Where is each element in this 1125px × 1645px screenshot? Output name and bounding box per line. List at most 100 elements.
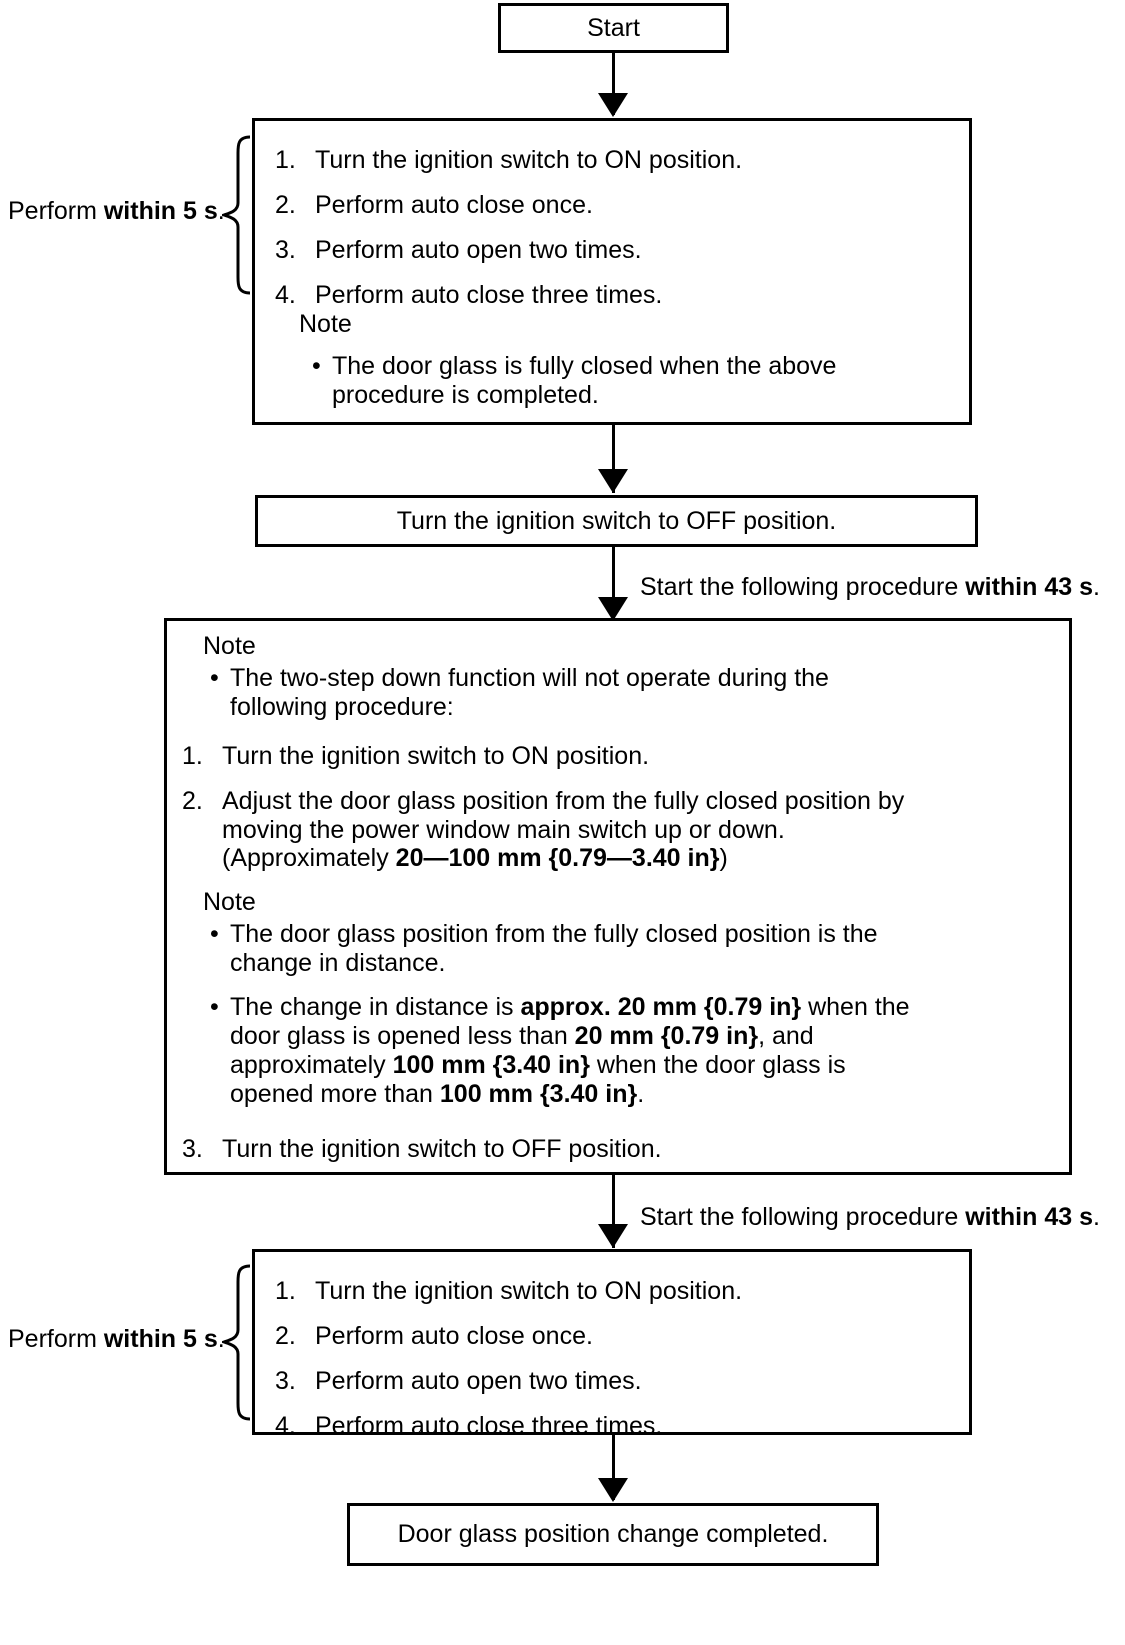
list-item: 2. Perform auto close once. [275,191,945,220]
perform-within-5s-label-2: Perform within 5 s. [8,1325,225,1354]
arrowhead-start-to-step1 [598,93,628,117]
list-item: 1. Turn the ignition switch to ON positi… [275,1277,945,1306]
arrowhead-ignition-off-to-note-box [598,597,628,621]
note-heading-text: Note [203,632,256,660]
end-node: Door glass position change completed. [347,1503,879,1566]
arrowhead-step1-to-ignition-off [598,469,628,493]
bullet-glyph-icon: • [210,993,219,1021]
list-item-text: Perform auto open two times. [315,236,642,264]
bullet-b-part3: , and approximately [230,1022,814,1079]
list-item: 4. Perform auto close three times. [275,281,945,310]
bullet-glyph-icon: • [210,664,219,692]
bullet-b-bold3: 100 mm {3.40 in} [392,1051,590,1079]
note-box-heading-mid: Note [203,888,256,917]
note-adjust-box [164,618,1072,1175]
step-box-2 [252,1249,972,1435]
step-box-2-list: 1. Turn the ignition switch to ON positi… [275,1277,945,1441]
perform-suffix-2: . [217,1325,225,1353]
list-item-text: Perform auto close three times. [315,281,663,309]
start-node: Start [498,3,729,53]
note-box-bullet-top: • The two-step down function will not op… [210,664,850,722]
perform-prefix-1: Perform [8,197,104,225]
bullet-b-part2: when the door glass is opened less than [230,993,910,1050]
edge-label-prefix: Start the following procedure [640,1203,966,1231]
curly-brace-2 [222,1264,251,1421]
list-item-text: Adjust the door glass position from the … [222,787,905,844]
start-node-label: Start [587,13,640,42]
perform-bold-1: within 5 s [103,197,218,225]
edge-label-bold: within 43 s [965,573,1093,601]
note-box-list-1: 1. Turn the ignition switch to ON positi… [182,742,982,845]
arrowhead-step2-to-end [598,1478,628,1502]
list-item-number: 3. [275,1367,296,1395]
list-item: 3. Perform auto open two times. [275,1367,945,1396]
connector-start-to-step1 [612,53,615,115]
perform-within-5s-label-1: Perform within 5 s. [8,197,225,226]
connector-step2-to-end [612,1435,615,1500]
edge-label-suffix: . [1093,1203,1100,1231]
perform-prefix-2: Perform [8,1325,104,1353]
list-item: 4. Perform auto close three times. [275,1412,945,1441]
list-item-number: 1. [275,146,296,174]
list-item-text: Turn the ignition switch to ON position. [315,146,743,174]
list-item-number: 1. [182,742,203,770]
note-box-approx-line: (Approximately 20—100 mm {0.79—3.40 in}) [222,844,728,873]
note-box-list-2: 3. Turn the ignition switch to OFF posit… [182,1135,982,1164]
list-item-number: 2. [182,787,203,815]
note-heading-text: Note [299,310,352,338]
end-node-label: Door glass position change completed. [397,1520,829,1548]
edge-label-prefix: Start the following procedure [640,573,966,601]
edge-label-bold: within 43 s [965,1203,1093,1231]
edge-label-within-43s-1: Start the following procedure within 43 … [640,573,1100,602]
list-item-text: Perform auto close once. [315,1322,593,1350]
note-heading-text: Note [203,888,256,916]
approx-suffix: ) [719,844,728,872]
list-item: 2. Perform auto close once. [275,1322,945,1351]
list-item: 1. Turn the ignition switch to ON positi… [275,146,945,175]
approx-bold: 20—100 mm {0.79—3.40 in} [395,844,720,872]
note-box-bullet-b: • The change in distance is approx. 20 m… [210,993,910,1109]
ignition-off-box: Turn the ignition switch to OFF position… [255,495,978,547]
note-bullet-text: The door glass position from the fully c… [230,920,878,977]
list-item: 1. Turn the ignition switch to ON positi… [182,742,982,771]
step-box-1 [252,118,972,425]
perform-bold-2: within 5 s [103,1325,218,1353]
bullet-glyph-icon: • [210,920,219,948]
list-item-text: Perform auto close three times. [315,1412,663,1440]
note-bullet-text: The two-step down function will not oper… [230,664,829,721]
list-item-text: Turn the ignition switch to ON position. [222,742,650,770]
ignition-off-label: Turn the ignition switch to OFF position… [396,506,837,535]
note-bullet-text: The door glass is fully closed when the … [332,352,837,409]
list-item-text: Turn the ignition switch to ON position. [315,1277,743,1305]
connector-ignition-off-to-note-box [612,547,615,621]
list-item: 3. Turn the ignition switch to OFF posit… [182,1135,982,1164]
list-item: 3. Perform auto open two times. [275,236,945,265]
list-item-text: Perform auto open two times. [315,1367,642,1395]
bullet-b-part5: . [637,1080,645,1108]
step-box-1-note-heading: Note [299,310,352,339]
list-item-number: 2. [275,1322,296,1350]
connector-step1-to-ignition-off [612,425,615,493]
list-item-number: 4. [275,1412,296,1440]
bullet-b-bold2: 20 mm {0.79 in} [574,1022,759,1050]
list-item-number: 4. [275,281,296,309]
bullet-b-bold4: 100 mm {3.40 in} [439,1080,638,1108]
bullet-b-part1: The change in distance is [230,993,521,1021]
step-box-1-note-bullet: • The door glass is fully closed when th… [312,352,842,410]
bullet-b-bold1: approx. 20 mm {0.79 in} [520,993,802,1021]
list-item-number: 1. [275,1277,296,1305]
note-box-heading-top: Note [203,632,256,661]
step-box-1-list: 1. Turn the ignition switch to ON positi… [275,146,945,310]
approx-prefix: (Approximately [222,844,396,872]
note-bullet-text: The change in distance is approx. 20 mm … [230,993,910,1109]
list-item-number: 3. [275,236,296,264]
curly-brace-1 [222,135,251,295]
edge-label-within-43s-2: Start the following procedure within 43 … [640,1203,1100,1232]
bullet-glyph-icon: • [312,352,321,380]
list-item-text: Turn the ignition switch to OFF position… [222,1135,662,1163]
list-item-number: 3. [182,1135,203,1163]
bullet-b-part4: when the door glass is opened more than [230,1051,846,1108]
arrowhead-note-box-to-step2 [598,1224,628,1248]
connector-note-box-to-step2 [612,1175,615,1248]
